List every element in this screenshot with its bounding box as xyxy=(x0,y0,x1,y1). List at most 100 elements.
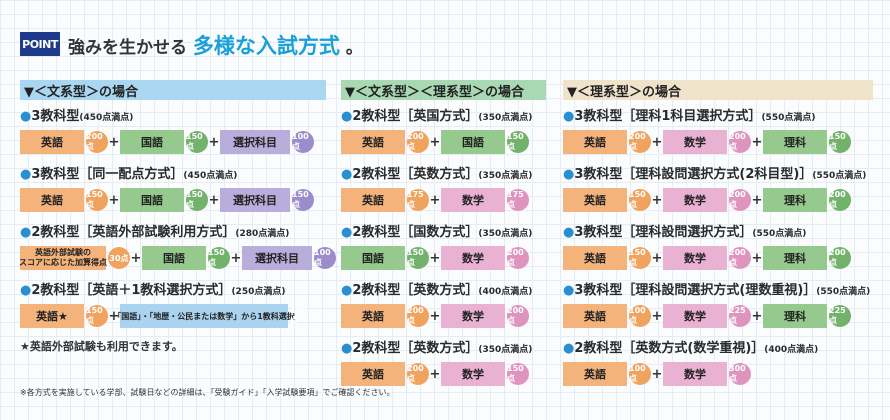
subject-box: 国語 xyxy=(441,130,505,154)
subject-box: 数学 xyxy=(663,362,727,386)
points-circle: 200点 xyxy=(729,189,751,211)
subject-box: 英語 xyxy=(563,188,627,212)
exam-option-title: ●3教科型(450点満点) xyxy=(20,108,314,126)
exam-option-name: 3教科型［理科設問選択方式(理数重視)］ xyxy=(574,283,817,298)
subject-box: 英語 xyxy=(20,130,84,154)
column-1: ▼＜文系型＞の場合 xyxy=(20,80,326,106)
subject-box: 国語 xyxy=(341,246,405,270)
points-circle: 200点 xyxy=(407,363,429,385)
points-circle: 100点 xyxy=(629,305,651,327)
exam-option-title: ●3教科型［理科設問選択方式］(550点満点) xyxy=(563,224,851,242)
subject-box: 国語 xyxy=(142,246,206,270)
subject-box: 英語外部試験のスコアに応じた加算得点 xyxy=(19,246,107,270)
points-circle: 150点 xyxy=(86,305,108,327)
max-score: (350点満点) xyxy=(478,345,533,355)
max-score: (550点満点) xyxy=(752,229,807,239)
column-note: ★英語外部試験も利用できます。 xyxy=(20,340,183,353)
title-highlight: 多様な入試方式 xyxy=(192,34,340,58)
subject-box: 国語 xyxy=(120,188,184,212)
max-score: (550点満点) xyxy=(761,113,816,123)
plus-sign: + xyxy=(429,308,441,324)
bullet-dot: ● xyxy=(341,341,353,356)
subject-box: 英語 xyxy=(341,362,405,386)
bullet-dot: ● xyxy=(563,341,575,356)
points-circle: 175点 xyxy=(407,189,429,211)
bullet-dot: ● xyxy=(20,225,32,240)
max-score: (450点満点) xyxy=(183,171,238,181)
points-circle: 100点 xyxy=(629,363,651,385)
points-circle: 200点 xyxy=(629,131,651,153)
max-score: (450点満点) xyxy=(79,113,134,123)
max-score: (250点満点) xyxy=(231,287,286,297)
points-circle: 30点 xyxy=(108,247,130,269)
exam-option-name: 2教科型［英数方式］ xyxy=(352,167,479,182)
subject-box: 英語 xyxy=(341,188,405,212)
subject-box: 英語★ xyxy=(20,304,84,328)
column-2: ▼＜文系型＞＜理系型＞の場合 xyxy=(341,80,546,106)
exam-option-name: 2教科型［国数方式］ xyxy=(352,225,479,240)
bullet-dot: ● xyxy=(20,283,32,298)
exam-option-title: ●3教科型［同一配点方式］(450点満点) xyxy=(20,166,314,184)
plus-sign: + xyxy=(208,134,220,150)
points-circle: 150点 xyxy=(629,247,651,269)
exam-option-name: 3教科型 xyxy=(31,109,80,124)
points-circle: 150点 xyxy=(86,189,108,211)
exam-option-title: ●2教科型［英数方式(数学重視)］(400点満点) xyxy=(563,340,818,358)
exam-option: ●2教科型［英語＋1教科選択方式］(250点満点) 英語★150点+「国語」・「地… xyxy=(20,282,312,329)
max-score: (550点満点) xyxy=(816,287,871,297)
subject-box: 英語 xyxy=(20,188,84,212)
exam-option-title: ●2教科型［英語＋1教科選択方式］(250点満点) xyxy=(20,282,312,300)
bullet-dot: ● xyxy=(563,167,575,182)
title-suffix: 。 xyxy=(345,38,363,58)
plus-sign: + xyxy=(651,134,663,150)
plus-sign: + xyxy=(108,192,120,208)
plus-sign: + xyxy=(429,192,441,208)
subject-box: 英語 xyxy=(563,304,627,328)
points-circle: 150点 xyxy=(407,247,429,269)
points-circle: 300点 xyxy=(729,363,751,385)
title-prefix: 強みを生かせる xyxy=(68,38,187,58)
bullet-dot: ● xyxy=(20,167,32,182)
points-circle: 150点 xyxy=(507,131,529,153)
exam-option-title: ●2教科型［英語外部試験利用方式］(280点満点) xyxy=(20,224,336,242)
plus-sign: + xyxy=(230,250,242,266)
exam-option-title: ●3教科型［理科設問選択方式(理数重視)］(550点満点) xyxy=(563,282,870,300)
plus-sign: + xyxy=(429,250,441,266)
subject-box: 数学 xyxy=(441,188,505,212)
point-badge: POINT xyxy=(20,32,60,56)
subject-box: 英語 xyxy=(341,304,405,328)
exam-option-name: 3教科型［理科1科目選択方式］ xyxy=(574,109,762,124)
plus-sign: + xyxy=(651,366,663,382)
subject-box: 数学 xyxy=(441,304,505,328)
max-score: (350点満点) xyxy=(478,113,533,123)
points-circle: 100点 xyxy=(292,131,314,153)
points-circle: 150点 xyxy=(208,247,230,269)
plus-sign: + xyxy=(429,134,441,150)
column-3: ▼＜理系型＞の場合 xyxy=(563,80,873,106)
max-score: (400点満点) xyxy=(764,345,819,355)
subject-box: 理科 xyxy=(763,246,827,270)
bullet-dot: ● xyxy=(563,225,575,240)
subject-box: 国語 xyxy=(120,130,184,154)
bullet-dot: ● xyxy=(20,109,32,124)
points-circle: 175点 xyxy=(507,189,529,211)
exam-option: ●2教科型［英語外部試験利用方式］(280点満点) 英語外部試験のスコアに応じた加… xyxy=(19,224,336,271)
exam-option-name: 3教科型［理科設問選択方式(2科目型)］ xyxy=(574,167,813,182)
exam-option-title: ●2教科型［国数方式］(350点満点) xyxy=(341,224,532,242)
subject-box: 英語 xyxy=(563,130,627,154)
column-header: ▼＜理系型＞の場合 xyxy=(563,80,873,100)
exam-option-title: ●3教科型［理科1科目選択方式］(550点満点) xyxy=(563,108,851,126)
